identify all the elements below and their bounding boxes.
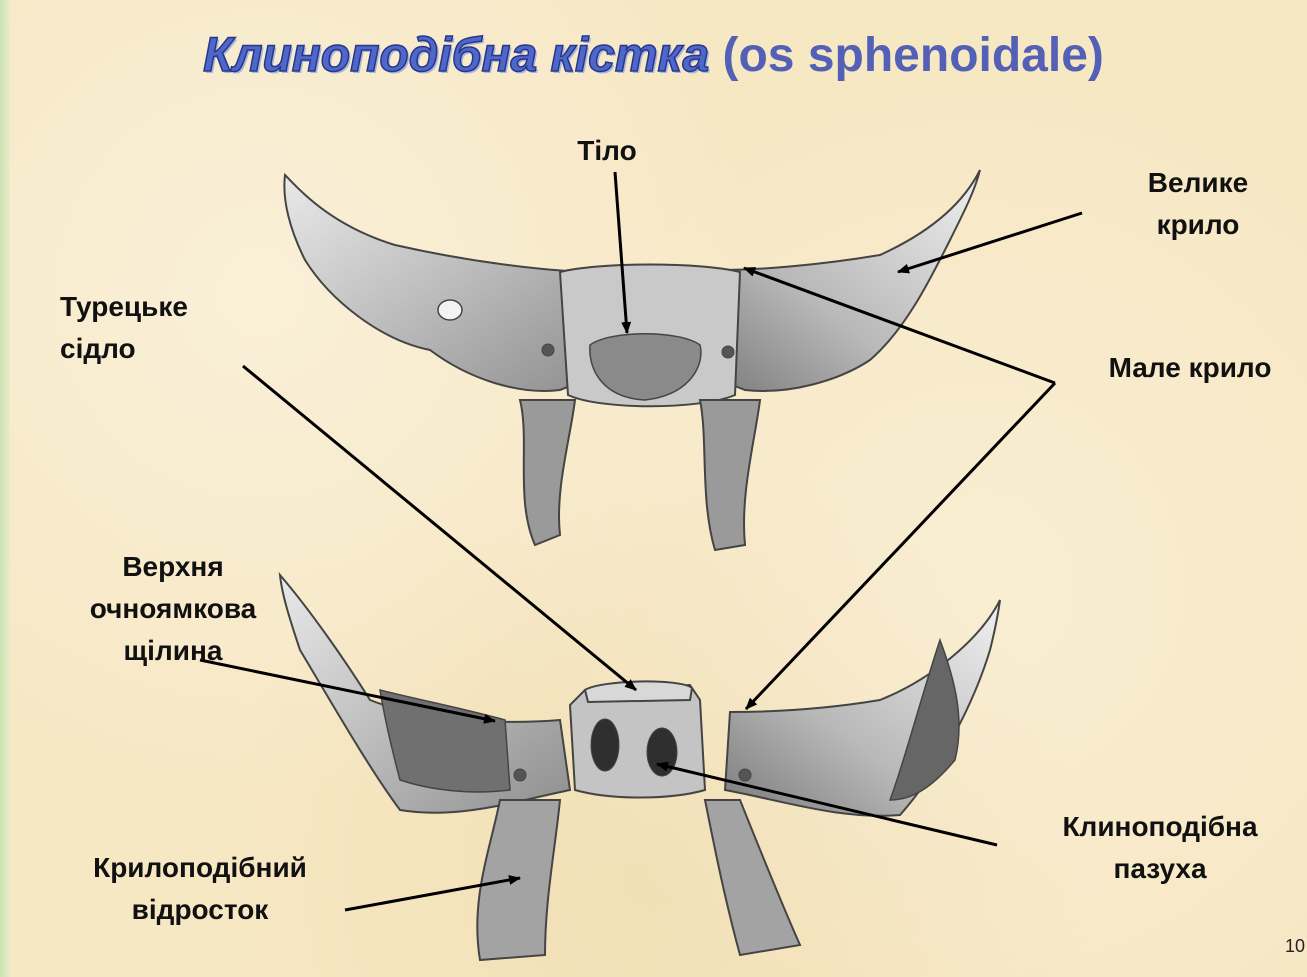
upper-left-foramen xyxy=(438,300,462,320)
label-velyke-krylo: Велике крило xyxy=(1118,162,1278,246)
upper-right-pterygoid xyxy=(700,400,760,550)
label-krylopodibnyi-vidrostok: Крилоподібний відросток xyxy=(50,847,350,931)
upper-left-wing xyxy=(284,175,600,391)
label-turetske-sidlo: Турецьке сідло xyxy=(60,286,188,370)
label-tilo: Тіло xyxy=(552,130,662,172)
lower-left-wing-dark xyxy=(380,690,510,792)
lower-right-small-foramen xyxy=(739,769,751,781)
pointer-male-krylo-lower xyxy=(746,383,1055,709)
upper-right-small-foramen xyxy=(722,346,734,358)
lower-left-small-foramen xyxy=(514,769,526,781)
label-klynopodibna-pazukha: Клиноподібна пазуха xyxy=(1025,806,1295,890)
lower-right-wing xyxy=(725,600,1000,816)
page-number: 10 xyxy=(1285,936,1305,957)
upper-left-small-foramen xyxy=(542,344,554,356)
upper-right-wing xyxy=(705,170,980,391)
lower-right-pterygoid xyxy=(705,800,800,955)
lower-body-top xyxy=(585,681,692,702)
upper-left-pterygoid xyxy=(520,400,575,545)
lower-left-pterygoid xyxy=(477,800,560,960)
sphenoid-upper-view xyxy=(284,170,980,550)
lower-left-sinus-opening xyxy=(591,719,619,771)
label-male-krylo: Мале крило xyxy=(1078,347,1302,389)
label-verkhnia-shchilyna: Верхня очноямкова щілина xyxy=(58,546,288,672)
